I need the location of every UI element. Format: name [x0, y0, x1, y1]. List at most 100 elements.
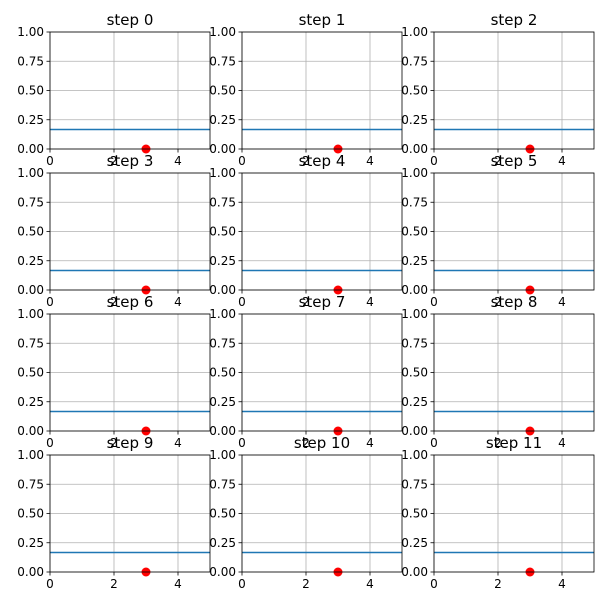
y-tick-label: 0.75: [209, 336, 236, 350]
y-tick-label: 1.00: [209, 166, 236, 180]
panel-title: step 1: [299, 11, 346, 29]
x-tick-label: 0: [46, 577, 54, 591]
y-tick-label: 0.25: [401, 113, 428, 127]
x-tick-label: 4: [558, 577, 566, 591]
y-tick-label: 0.00: [17, 424, 44, 438]
y-tick-label: 0.00: [209, 142, 236, 156]
x-tick-label: 0: [238, 436, 246, 450]
x-tick-label: 0: [430, 436, 438, 450]
y-tick-label: 0.75: [401, 195, 428, 209]
y-tick-label: 0.25: [17, 254, 44, 268]
subplot-panel: 0 2 4 0.00 0.25 0.50 0.75 1.00 step 4: [209, 152, 403, 309]
x-tick-label: 2: [302, 436, 310, 450]
y-tick-label: 0.00: [401, 283, 428, 297]
x-tick-label: 2: [494, 295, 502, 309]
y-tick-label: 0.50: [17, 84, 44, 98]
y-tick-label: 1.00: [209, 307, 236, 321]
panel-title: step 2: [491, 11, 538, 29]
y-tick-label: 0.25: [401, 536, 428, 550]
x-tick-label: 0: [430, 577, 438, 591]
x-tick-label: 4: [174, 154, 182, 168]
panel-title: step 4: [299, 152, 346, 170]
y-tick-label: 0.75: [17, 195, 44, 209]
y-tick-label: 1.00: [17, 166, 44, 180]
y-tick-label: 1.00: [17, 307, 44, 321]
y-tick-label: 0.25: [17, 536, 44, 550]
panel-title: step 6: [107, 293, 154, 311]
y-tick-label: 0.50: [17, 507, 44, 521]
x-tick-label: 4: [174, 436, 182, 450]
x-tick-label: 4: [558, 295, 566, 309]
y-tick-label: 0.50: [17, 366, 44, 380]
x-tick-label: 0: [430, 154, 438, 168]
y-tick-label: 0.50: [209, 366, 236, 380]
x-tick-label: 4: [558, 154, 566, 168]
y-tick-label: 1.00: [401, 166, 428, 180]
y-tick-label: 0.25: [401, 395, 428, 409]
y-tick-label: 0.25: [209, 395, 236, 409]
y-tick-label: 0.75: [401, 54, 428, 68]
y-tick-label: 0.75: [17, 477, 44, 491]
subplot-panel: 0 2 4 0.00 0.25 0.50 0.75 1.00 step 7: [209, 293, 403, 450]
x-tick-label: 2: [110, 295, 118, 309]
x-tick-label: 4: [366, 154, 374, 168]
y-tick-label: 0.75: [209, 477, 236, 491]
x-tick-label: 0: [46, 295, 54, 309]
x-tick-label: 4: [366, 295, 374, 309]
y-tick-label: 0.50: [209, 225, 236, 239]
x-tick-label: 0: [46, 436, 54, 450]
x-tick-label: 0: [430, 295, 438, 309]
y-tick-label: 0.50: [209, 507, 236, 521]
panel-title: step 11: [486, 434, 542, 452]
y-tick-label: 0.75: [17, 336, 44, 350]
y-tick-label: 1.00: [401, 448, 428, 462]
y-tick-label: 0.00: [401, 424, 428, 438]
x-tick-label: 2: [110, 577, 118, 591]
y-tick-label: 0.75: [209, 195, 236, 209]
x-tick-label: 4: [366, 577, 374, 591]
y-tick-label: 0.00: [17, 565, 44, 579]
y-tick-label: 1.00: [209, 448, 236, 462]
y-tick-label: 0.00: [209, 283, 236, 297]
subplot-panel: 0 2 4 0.00 0.25 0.50 0.75 1.00 step 0: [17, 11, 211, 168]
x-tick-label: 4: [174, 577, 182, 591]
y-tick-label: 0.50: [401, 507, 428, 521]
x-tick-label: 2: [302, 295, 310, 309]
panel-title: step 0: [107, 11, 154, 29]
x-tick-label: 0: [46, 154, 54, 168]
panel-title: step 9: [107, 434, 154, 452]
y-tick-label: 1.00: [401, 25, 428, 39]
x-tick-label: 2: [494, 577, 502, 591]
y-tick-label: 1.00: [17, 25, 44, 39]
x-tick-label: 0: [238, 577, 246, 591]
x-tick-label: 4: [174, 295, 182, 309]
y-tick-label: 0.25: [209, 113, 236, 127]
x-tick-label: 0: [238, 154, 246, 168]
panel-title: step 7: [299, 293, 346, 311]
y-tick-label: 0.00: [17, 283, 44, 297]
y-tick-label: 0.25: [209, 254, 236, 268]
y-tick-label: 0.25: [209, 536, 236, 550]
x-tick-label: 2: [494, 154, 502, 168]
x-tick-label: 2: [110, 154, 118, 168]
y-tick-label: 0.50: [401, 366, 428, 380]
y-tick-label: 0.00: [209, 424, 236, 438]
x-tick-label: 0: [238, 295, 246, 309]
y-tick-label: 0.75: [17, 54, 44, 68]
y-tick-label: 0.00: [401, 142, 428, 156]
panel-title: step 10: [294, 434, 350, 452]
y-tick-label: 0.25: [401, 254, 428, 268]
panel-title: step 5: [491, 152, 538, 170]
x-tick-label: 4: [366, 436, 374, 450]
y-tick-label: 0.25: [17, 113, 44, 127]
y-tick-label: 1.00: [17, 448, 44, 462]
y-tick-label: 0.00: [17, 142, 44, 156]
